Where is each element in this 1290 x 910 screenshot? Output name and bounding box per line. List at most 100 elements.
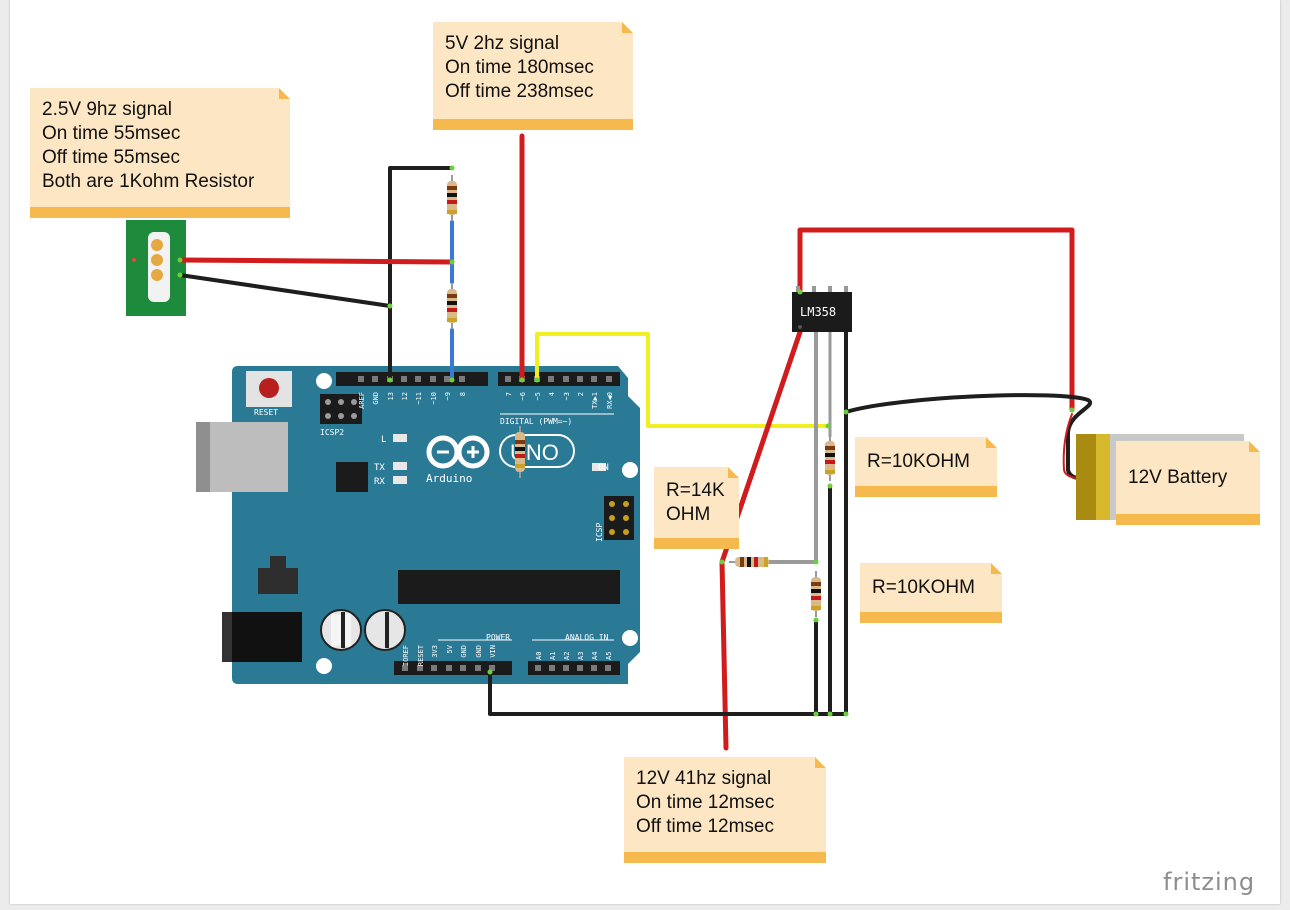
pin-label: VIN [489,645,497,658]
header-pin[interactable] [489,665,495,671]
header-pin[interactable] [505,376,511,382]
wire-joint [797,289,803,295]
header-pin[interactable] [577,665,583,671]
pin-label: IOREF [402,645,410,666]
header-pin[interactable] [431,665,437,671]
note-line: On time 180msec [445,57,594,78]
icsp2-label: ICSP2 [320,428,344,437]
pin-label: RX◀0 [606,392,614,409]
header-pin[interactable] [549,665,555,671]
note-r14k[interactable]: R=14K OHM [654,467,739,549]
pin-label: 4 [548,392,556,396]
header-pin[interactable] [444,376,450,382]
header-pin[interactable] [606,376,612,382]
lm358-label: LM358 [800,305,836,319]
header-pin[interactable] [415,376,421,382]
pin-label: ~9 [444,392,452,400]
pin-label: GND [475,645,483,658]
ir-receiver-module[interactable] [126,220,186,316]
header-pin[interactable] [358,376,364,382]
wire-joint [1069,407,1075,413]
wire-joint [813,559,819,565]
header-pin[interactable] [591,665,597,671]
pin-label: 2 [577,392,585,396]
note-line: Off time 12msec [636,816,774,837]
header-pin[interactable] [417,665,423,671]
wire-joint [825,423,831,429]
note-arduino-output[interactable]: 5V 2hz signal On time 180msec Off time 2… [433,22,633,130]
header-pin[interactable] [577,376,583,382]
note-line: Off time 238msec [445,81,594,102]
pin-label: RESET [417,644,425,666]
wire-joint [449,165,455,171]
note-line: OHM [666,503,711,525]
arduino-logo-text: Arduino [426,472,472,485]
resistor[interactable] [729,557,775,567]
header-pin[interactable] [402,665,408,671]
wire-joint [827,711,833,717]
pin-label: A4 [591,652,599,660]
header-pin[interactable] [563,376,569,382]
header-pin[interactable] [446,665,452,671]
resistors [447,175,835,617]
wire-joint [387,303,393,309]
pin-label: A0 [535,652,543,660]
pin-label: A2 [563,652,571,660]
wire-joint [843,711,849,717]
pin-label: GND [460,645,468,658]
wire-joint [487,669,493,675]
note-r10k-b[interactable]: R=10KOHM [860,563,1002,623]
header-pin[interactable] [475,665,481,671]
header-pin[interactable] [459,376,465,382]
resistor[interactable] [447,283,457,329]
led-rx-label: RX [374,477,385,487]
header-pin[interactable] [430,376,436,382]
header-pin[interactable] [591,376,597,382]
wire-joint [387,377,393,383]
note-output-signal[interactable]: 12V 41hz signal On time 12msec Off time … [624,757,826,863]
header-pin[interactable] [563,665,569,671]
note-ir-sensor[interactable]: 2.5V 9hz signal On time 55msec Off time … [30,88,290,218]
wires [177,133,1093,751]
wire-joint [519,377,525,383]
pin-label: A5 [605,652,613,660]
header-pin[interactable] [605,665,611,671]
resistor[interactable] [811,571,821,617]
digital-label: DIGITAL (PWM=~) [500,417,572,426]
resistor[interactable] [515,426,525,478]
reset-label: RESET [254,408,278,417]
wire-joint [813,711,819,717]
header-pin[interactable] [460,665,466,671]
pin-label: ~3 [563,392,571,400]
note-line: On time 12msec [636,792,775,813]
pin-label: 3V3 [431,645,439,658]
header-pin[interactable] [372,376,378,382]
wire-joint [813,617,819,623]
pin-label: ~10 [430,392,438,405]
note-line: 12V Battery [1128,466,1228,488]
lm358-chip[interactable]: LM358 [792,286,852,332]
resistor[interactable] [447,175,457,221]
header-pin[interactable] [401,376,407,382]
wire-joint [177,272,183,278]
led-on-label: ON [598,463,609,473]
pin-label: TX▶1 [591,392,599,409]
note-line: On time 55msec [42,123,181,144]
pin-label: ~5 [534,392,542,400]
wire-joint [177,257,183,263]
wire-joint [843,409,849,415]
note-line: 12V 41hz signal [636,768,772,789]
note-battery[interactable]: 12V Battery [1116,441,1260,525]
note-line: R=10KOHM [872,576,975,598]
analog-label: ANALOG IN [565,633,609,642]
note-line: Both are 1Kohm Resistor [42,171,255,192]
header-pin[interactable] [535,665,541,671]
wire-joint [534,377,540,383]
pin-label: 5V [446,644,454,653]
pin-label: ~11 [415,392,423,405]
note-r10k-a[interactable]: R=10KOHM [855,437,997,497]
wire-joint [449,377,455,383]
header-pin[interactable] [548,376,554,382]
resistor[interactable] [825,435,835,481]
